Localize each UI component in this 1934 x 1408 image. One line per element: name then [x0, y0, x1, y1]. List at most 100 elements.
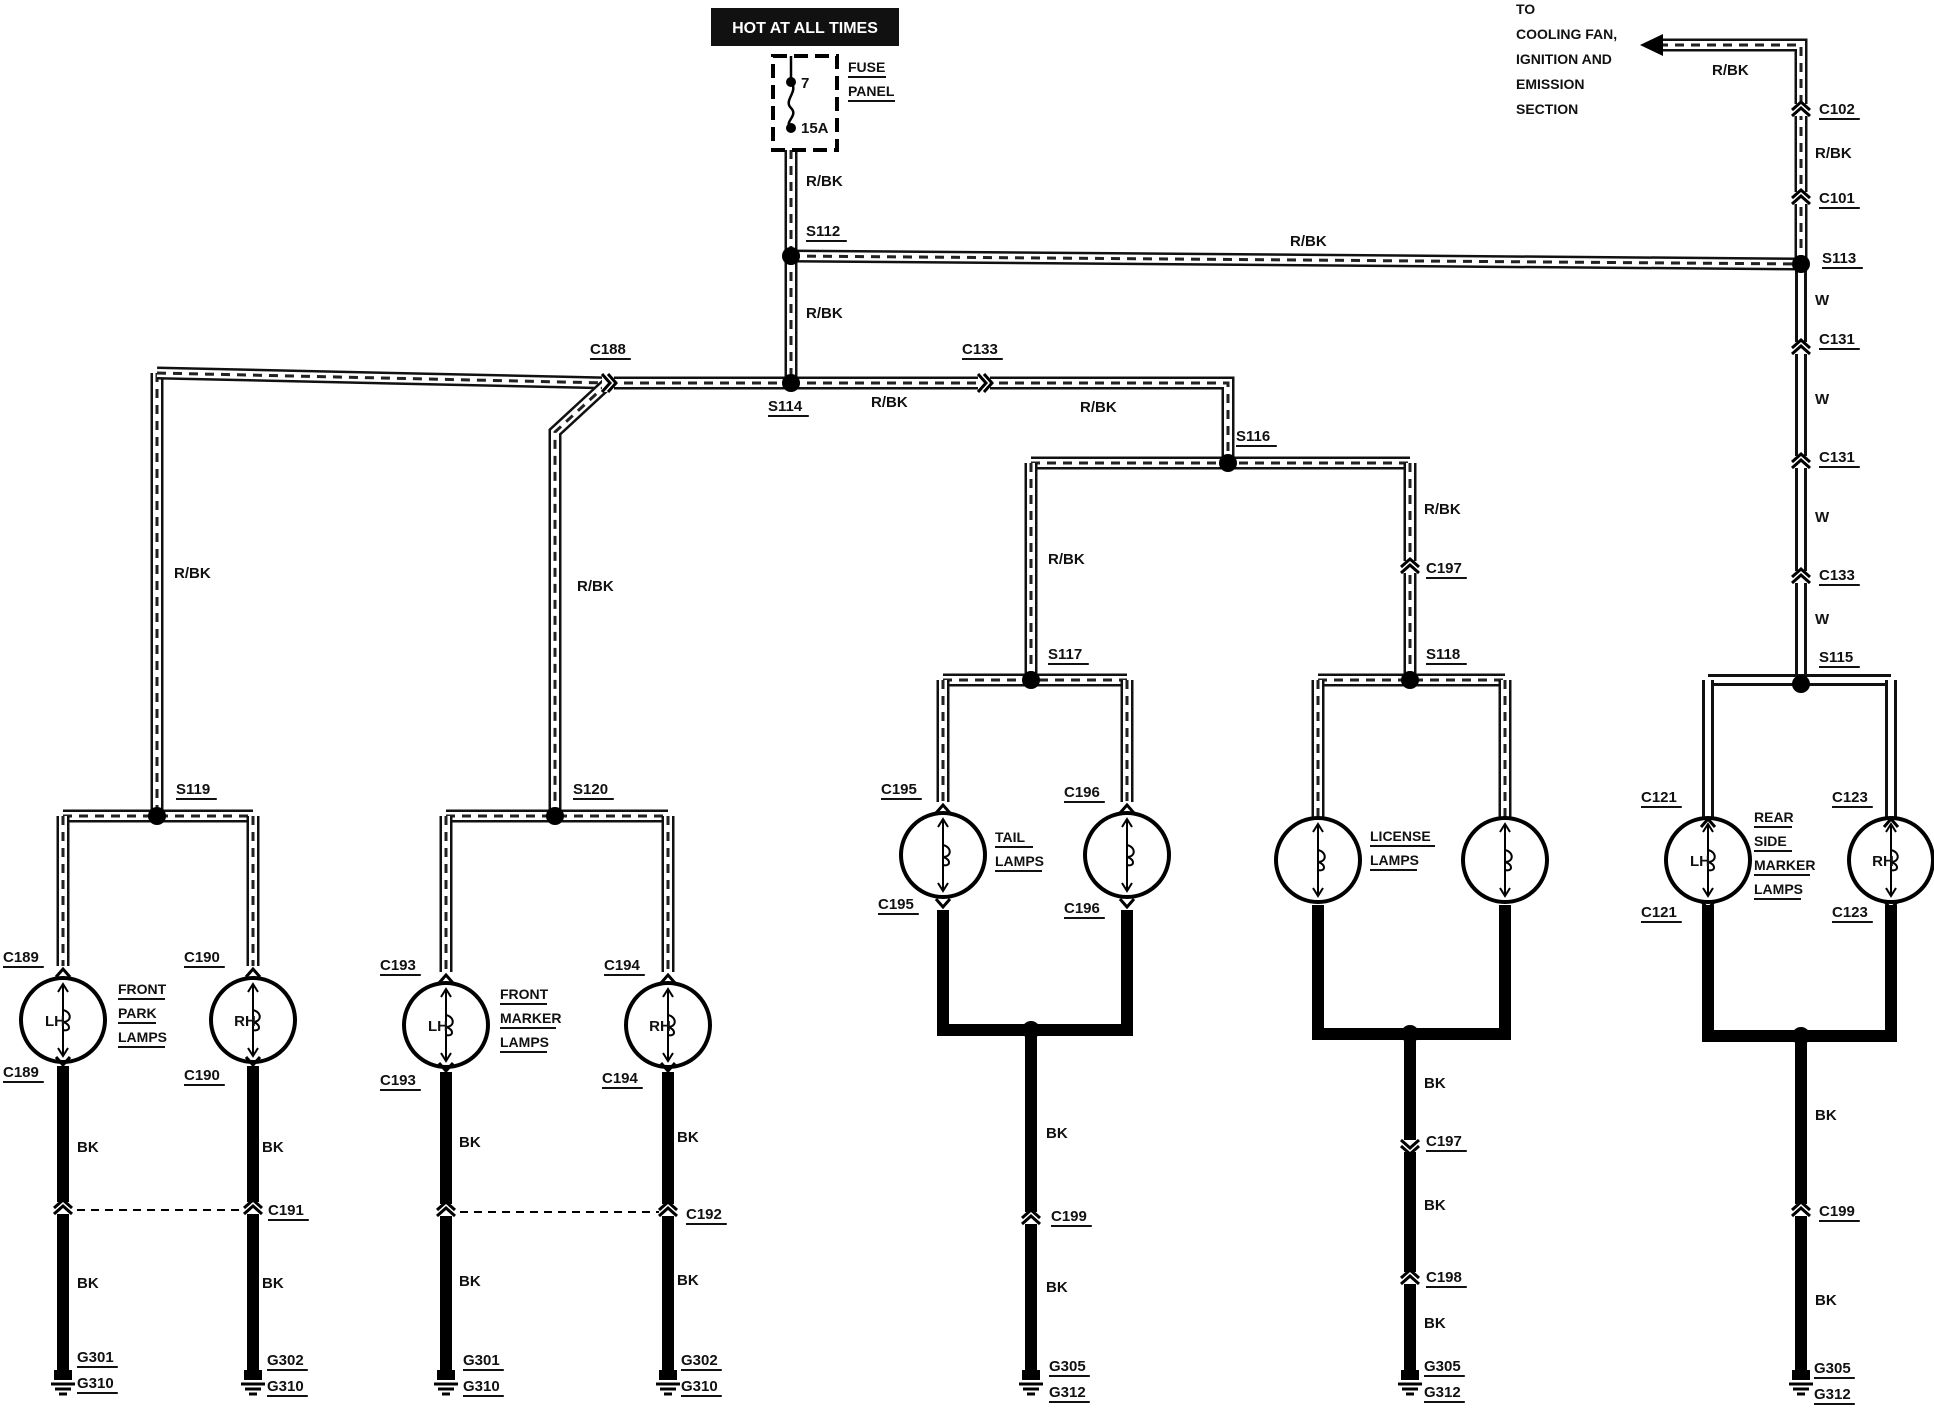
wire-color-label: W [1815, 391, 1830, 408]
connector-label: C190 [184, 949, 220, 966]
lamp-front-park-lh-side-label: LH [45, 1013, 65, 1030]
connector-c192-lh-icon [436, 1199, 456, 1218]
ground-label: G305 [1424, 1358, 1461, 1375]
ground-g305-g312-c [1789, 1370, 1813, 1396]
destination-line: IGNITION AND [1516, 51, 1612, 67]
wire-color-label: BK [1424, 1197, 1446, 1214]
connector-label: C121 [1641, 789, 1677, 806]
splice-label: S115 [1819, 649, 1853, 666]
connector-label: C196 [1064, 900, 1100, 917]
connector-c192-rh-icon [658, 1199, 678, 1218]
splice-label: S120 [573, 781, 608, 798]
connector-label: C194 [602, 1070, 639, 1087]
wire-bk-rear-bar [1702, 905, 1897, 1042]
wire-color-label: W [1815, 611, 1830, 628]
front-marker-lamps-label-line: MARKER [500, 1010, 561, 1026]
ground-label: G305 [1814, 1360, 1851, 1377]
lamp-tail-lh [899, 802, 987, 910]
splice-label: S117 [1048, 646, 1082, 663]
lamp-license-rh [1461, 816, 1549, 904]
splice-label: S114 [768, 398, 803, 415]
connector-label: C199 [1051, 1208, 1087, 1225]
connector-c133-top-icon [976, 373, 995, 393]
ground-label: G310 [267, 1378, 304, 1395]
connector-label: C189 [3, 949, 39, 966]
ground-label: G310 [77, 1375, 114, 1392]
ground-g301-g310-a [51, 1370, 75, 1396]
wire-color-label: R/BK [174, 565, 211, 582]
ground-label: G302 [681, 1352, 718, 1369]
connector-c133-right-icon [1791, 566, 1811, 585]
connector-c188-icon [600, 373, 619, 393]
splice-label: S119 [176, 781, 210, 798]
wire-s114-s116 [791, 376, 1235, 463]
connector-label: C101 [1819, 190, 1855, 207]
connector-label: C198 [1426, 1269, 1462, 1286]
connector-label: C189 [3, 1064, 39, 1081]
lamp-front-marker-lh-side-label: LH [428, 1018, 448, 1035]
splice-s118 [1401, 671, 1419, 689]
connector-c199-tail-icon [1021, 1207, 1041, 1226]
fuse-rating: 15A [801, 120, 829, 137]
wire-color-label: BK [1815, 1292, 1837, 1309]
splice-rear-ground [1792, 1027, 1810, 1045]
splice-label: S113 [1822, 250, 1856, 267]
connector-label: C121 [1641, 904, 1677, 921]
front-marker-lamps-label-line: FRONT [500, 986, 549, 1002]
splice-label: S118 [1426, 646, 1460, 663]
wire-color-label: BK [1424, 1075, 1446, 1092]
tail-lamps-label-line: LAMPS [995, 853, 1044, 869]
ground-g305-g312-a [1019, 1370, 1043, 1396]
lamp-rear-side-marker-rh-side-label: RH [1872, 853, 1894, 870]
fuse-icon [771, 54, 839, 152]
connector-label: C102 [1819, 101, 1855, 118]
splice-tail-ground [1022, 1021, 1040, 1039]
lamp-rear-side-marker-lh-side-label: LH [1690, 853, 1710, 870]
lamp-front-park-rh-side-label: RH [234, 1013, 256, 1030]
wire-color-label: BK [677, 1129, 699, 1146]
splice-s114 [782, 374, 800, 392]
splice-label: S116 [1236, 428, 1270, 445]
connector-label: C195 [881, 781, 917, 798]
tail-lamps-label-line: TAIL [995, 829, 1026, 845]
connector-label: C193 [380, 957, 416, 974]
connector-label: C195 [878, 896, 914, 913]
connector-label: C131 [1819, 449, 1855, 466]
destination-line: TO [1516, 1, 1535, 17]
wire-bk-license-bar [1312, 905, 1511, 1040]
splice-license-ground [1401, 1025, 1419, 1043]
connector-label: C131 [1819, 331, 1855, 348]
hot-at-all-times-box: HOT AT ALL TIMES [711, 8, 899, 46]
splice-s113 [1792, 255, 1810, 273]
connector-label: C194 [604, 957, 641, 974]
fuse-panel-label-line: FUSE [848, 59, 885, 75]
wire-color-label: BK [77, 1139, 99, 1156]
wire-color-label: R/BK [1290, 233, 1327, 250]
ground-label: G312 [1814, 1386, 1851, 1403]
ground-g302-g310-a [241, 1370, 265, 1396]
wire-color-label: BK [1046, 1279, 1068, 1296]
hot-label: HOT AT ALL TIMES [732, 20, 878, 37]
ground-label: G310 [681, 1378, 718, 1395]
splice-s115 [1792, 675, 1810, 693]
ground-label: G302 [267, 1352, 304, 1369]
license-lamps-label-line: LICENSE [1370, 828, 1431, 844]
lamp-license-lh [1274, 816, 1362, 904]
wire-color-label: R/BK [1815, 145, 1852, 162]
splice-s119 [148, 807, 166, 825]
connector-label: C123 [1832, 904, 1868, 921]
wire-c188-s120 [548, 378, 613, 816]
lamp-front-park-lh [19, 966, 107, 1068]
wire-color-label: BK [262, 1275, 284, 1292]
connector-label: C197 [1426, 560, 1462, 577]
splice-s112 [782, 247, 800, 265]
connector-c101-icon [1791, 187, 1811, 206]
connector-c199-rear-icon [1791, 1199, 1811, 1218]
lamp-rear-side-marker-rh [1847, 816, 1934, 912]
connector-label: C191 [268, 1202, 304, 1219]
front-park-lamps-label-line: FRONT [118, 981, 167, 997]
connector-label: C188 [590, 341, 626, 358]
lamp-front-marker-rh [624, 972, 712, 1074]
